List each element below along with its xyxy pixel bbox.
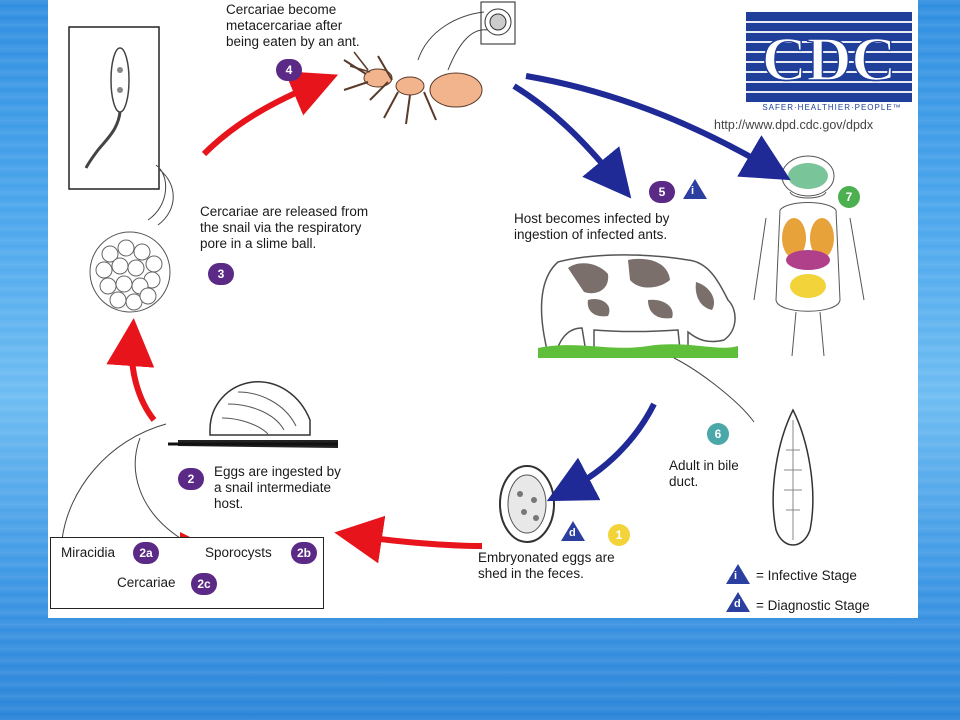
- key-diagnostic-icon: d: [726, 592, 750, 612]
- egg-illustration: [499, 465, 555, 543]
- badge-step4: 4: [276, 59, 302, 81]
- slime-ball-illustration: [89, 231, 171, 313]
- step6-text: Adult in bile duct.: [669, 458, 739, 489]
- diagram-graphics: [61, 1, 865, 602]
- cdc-logo-text: CDC: [762, 26, 896, 94]
- step2-text: Eggs are ingested by a snail intermediat…: [214, 464, 341, 511]
- adult-fluke-illustration: [772, 408, 814, 546]
- badge-2a: 2a: [133, 542, 159, 564]
- badge-step7: 7: [838, 186, 860, 208]
- ant-illustration: [343, 51, 483, 125]
- legend-sporocysts: Sporocysts: [205, 545, 272, 560]
- cdc-logo: CDC: [746, 12, 912, 102]
- cercaria-illustration: [68, 26, 160, 190]
- legend-cercariae: Cercariae: [117, 575, 176, 590]
- legend-miracidia: Miracidia: [61, 545, 116, 560]
- human-illustration: [753, 155, 865, 357]
- badge-step3: 3: [208, 263, 234, 285]
- cdc-tagline: SAFER·HEALTHIER·PEOPLE™: [762, 103, 902, 112]
- cdc-url[interactable]: http://www.dpd.cdc.gov/dpdx: [714, 118, 874, 132]
- diagnostic-stage-marker: d: [561, 521, 585, 541]
- step1-text: Embryonated eggs are shed in the feces.: [478, 550, 615, 581]
- legend-box: Miracidia 2a Sporocysts 2b Cercariae 2c: [50, 537, 324, 609]
- key-infective-label: = Infective Stage: [756, 568, 857, 583]
- badge-step5: 5: [649, 181, 675, 203]
- badge-step2: 2: [178, 468, 204, 490]
- key-infective-icon: i: [726, 564, 750, 584]
- step3-text: Cercariae are released from the snail vi…: [200, 204, 369, 251]
- snail-illustration: [168, 381, 338, 448]
- badge-2c: 2c: [191, 573, 217, 595]
- badge-2b: 2b: [291, 542, 317, 564]
- step4-text: Cercariae become metacercariae after bei…: [226, 2, 360, 49]
- badge-step6: 6: [707, 423, 729, 445]
- key-diagnostic-label: = Diagnostic Stage: [756, 598, 870, 613]
- step5-text: Host becomes infected by ingestion of in…: [514, 211, 670, 242]
- cow-illustration: [538, 254, 738, 358]
- life-cycle-diagram: CDC SAFER·HEALTHIER·PEOPLE™ http://www.d…: [48, 0, 918, 618]
- badge-step1: 1: [608, 524, 630, 546]
- infective-stage-marker: i: [683, 179, 707, 199]
